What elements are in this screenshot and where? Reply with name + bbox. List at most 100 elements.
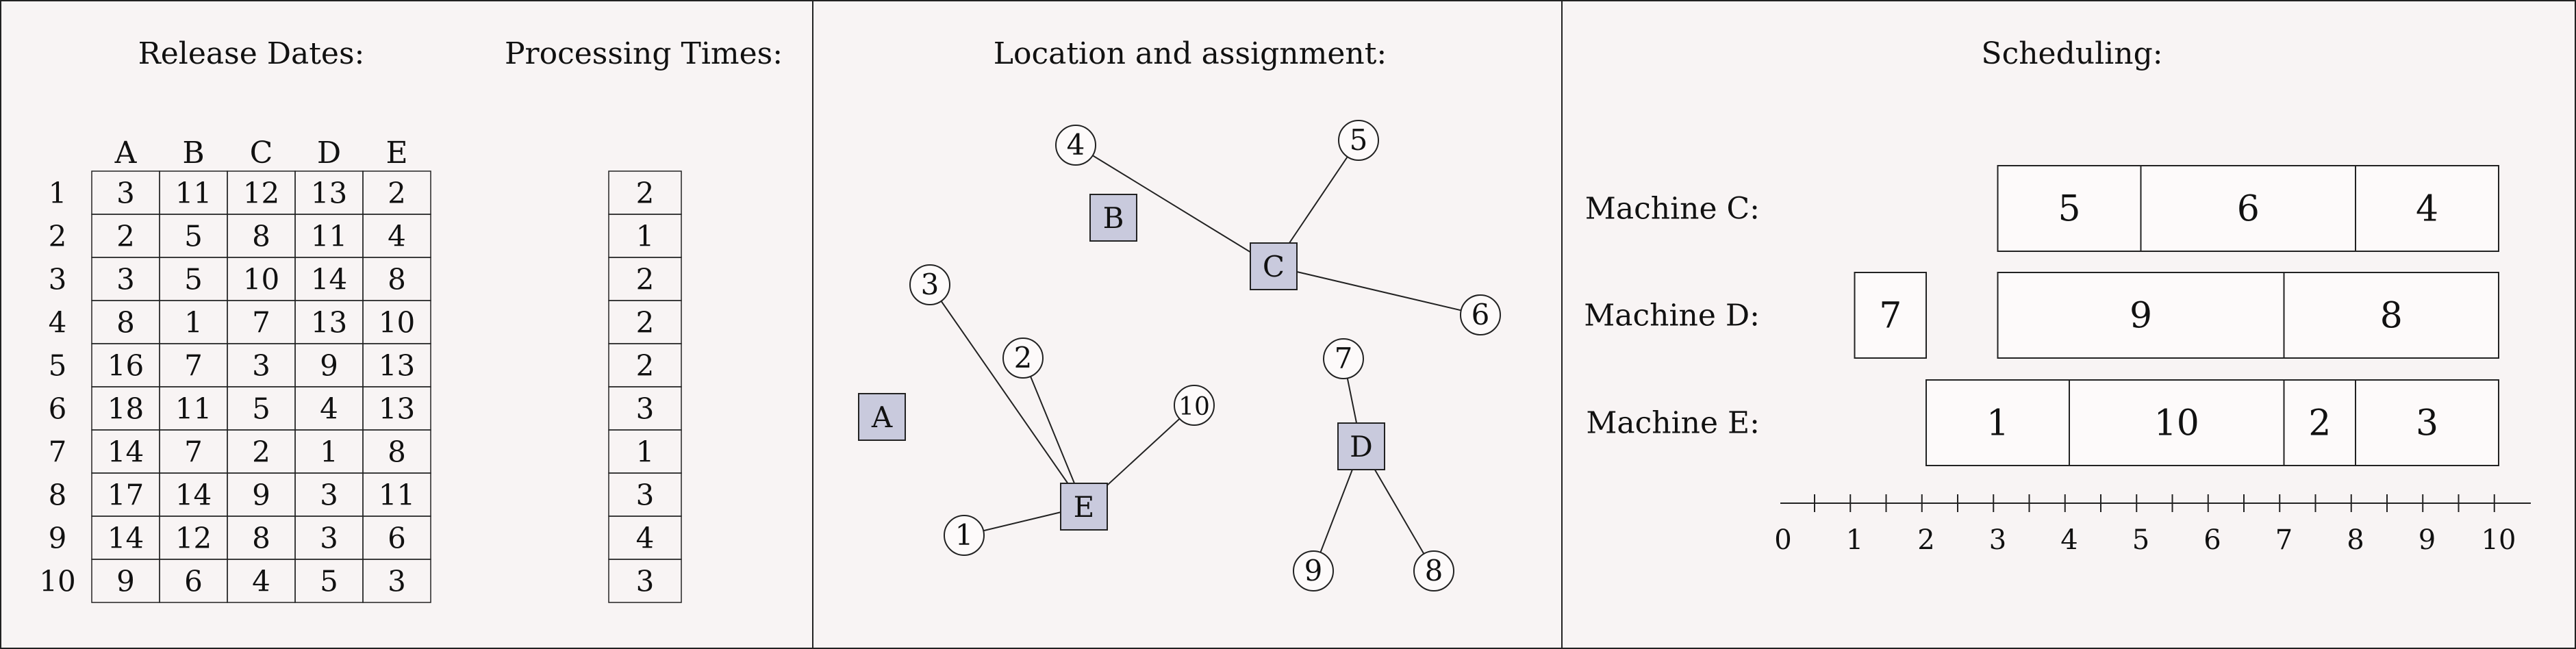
job-node (1055, 125, 1096, 166)
release-cell: 11 (379, 479, 415, 512)
schedule-job-block (1997, 272, 2285, 359)
release-cell: 6 (388, 522, 406, 555)
axis-tick-label: 1 (1846, 524, 1863, 556)
job-node (1323, 338, 1364, 379)
schedule-job-block (1854, 272, 1927, 359)
release-cell: 9 (116, 565, 135, 598)
processing-cell: 1 (636, 220, 655, 253)
job-node-label: 7 (1335, 342, 1353, 375)
schedule-job-label: 3 (2416, 403, 2438, 444)
release-cell: 8 (252, 220, 270, 253)
schedule-job-label: 6 (2237, 189, 2260, 230)
job-node (1413, 550, 1454, 591)
release-cell: 4 (320, 392, 338, 426)
facility-node-label: B (1103, 201, 1124, 235)
release-dates-title: Release Dates: (138, 36, 365, 71)
axis-tick-label: 3 (1989, 524, 2006, 556)
facility-node-label: C (1263, 250, 1285, 283)
release-cell: 7 (184, 349, 203, 383)
release-cell: 13 (311, 177, 347, 210)
assignment-edge (1022, 357, 1085, 507)
schedule-job-label: 2 (2308, 403, 2331, 444)
schedule-job-label: 7 (1879, 296, 1902, 337)
release-cell: 5 (184, 220, 203, 253)
schedule-job-block (2140, 165, 2356, 252)
processing-times-title: Processing Times: (505, 36, 783, 71)
processing-cell: 2 (636, 349, 655, 383)
release-cell: 6 (184, 565, 203, 598)
axis-tick-label: 10 (2482, 524, 2516, 556)
axis-tick-label: 2 (1917, 524, 1934, 556)
release-cell: 2 (252, 435, 270, 469)
release-col-header: A (114, 136, 138, 170)
release-cell: 8 (252, 522, 270, 555)
facility-node-label: A (871, 400, 893, 434)
release-cell: 4 (252, 565, 270, 598)
release-cell: 1 (184, 306, 203, 340)
release-cell: 1 (320, 435, 338, 469)
release-row-label: 3 (49, 263, 67, 296)
release-cell: 10 (379, 306, 415, 340)
facility-node (1250, 242, 1298, 290)
release-row-label: 5 (49, 349, 67, 383)
schedule-job-block (2283, 272, 2499, 359)
release-cell: 3 (116, 177, 135, 210)
facility-node (858, 393, 906, 441)
release-row-label: 9 (49, 522, 67, 555)
machine-label: Machine C: (1585, 192, 1760, 227)
release-cell: 3 (388, 565, 406, 598)
job-node (909, 264, 950, 305)
release-cell: 8 (388, 435, 406, 469)
scheduling-title: Scheduling: (1981, 36, 2162, 71)
release-cell: 5 (184, 263, 203, 296)
release-cell: 13 (311, 306, 347, 340)
release-cell: 14 (108, 435, 144, 469)
release-row-label: 4 (49, 306, 67, 340)
location-assignment-title: Location and assignment: (994, 36, 1387, 71)
schedule-job-label: 9 (2130, 296, 2152, 337)
facility-node (1089, 194, 1137, 242)
release-row-label: 7 (49, 435, 67, 469)
release-cell: 10 (243, 263, 279, 296)
schedule-job-block (2355, 379, 2499, 466)
schedule-job-block (1997, 165, 2142, 252)
release-cell: 11 (175, 177, 212, 210)
axis-tick-label: 0 (1774, 524, 1791, 556)
processing-cell: 2 (636, 306, 655, 340)
release-cell: 3 (320, 479, 338, 512)
release-cell: 17 (108, 479, 144, 512)
facility-node-label: E (1074, 490, 1095, 524)
release-col-header: E (386, 136, 407, 170)
schedule-job-label: 4 (2416, 189, 2438, 230)
release-cell: 8 (388, 263, 406, 296)
assignment-edge (1075, 144, 1274, 267)
schedule-job-label: 1 (1986, 403, 2009, 444)
release-cell: 7 (184, 435, 203, 469)
job-node (944, 515, 985, 556)
release-cell: 11 (311, 220, 347, 253)
release-cell: 2 (116, 220, 135, 253)
processing-cell: 4 (636, 522, 655, 555)
processing-cell-border (608, 559, 682, 603)
job-node-label: 4 (1067, 128, 1085, 162)
assignment-edge (1273, 266, 1481, 316)
release-row-label: 2 (49, 220, 67, 253)
release-cell: 13 (379, 392, 415, 426)
processing-cell: 3 (636, 392, 655, 426)
release-cell: 3 (116, 263, 135, 296)
machine-label: Machine E: (1586, 406, 1760, 441)
axis-tick-label: 9 (2419, 524, 2436, 556)
processing-cell: 1 (636, 435, 655, 469)
processing-cell: 3 (636, 479, 655, 512)
job-node (1338, 120, 1379, 161)
job-node (1460, 294, 1501, 335)
machine-label: Machine D: (1584, 298, 1760, 333)
processing-cell: 2 (636, 263, 655, 296)
job-node-label: 5 (1350, 123, 1368, 157)
schedule-job-block (2283, 379, 2356, 466)
job-node-label: 8 (1425, 554, 1443, 587)
processing-cell: 3 (636, 565, 655, 598)
facility-node (1060, 483, 1108, 531)
